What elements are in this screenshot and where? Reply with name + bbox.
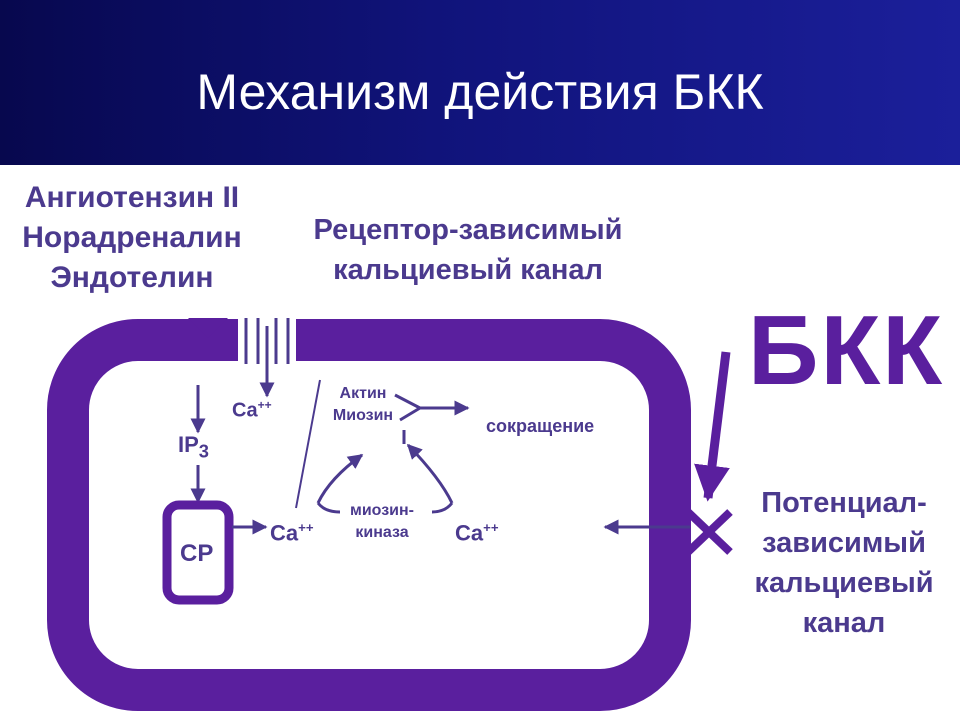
receptor-channel-line2: кальциевый канал — [333, 254, 603, 286]
title-bar: Механизм действия БКК — [0, 0, 960, 165]
actomyosin-label: Актин Миозин — [318, 383, 408, 427]
ca-sr-label: Ca++ — [270, 520, 314, 546]
ca-voltage-label: Ca++ — [455, 520, 499, 546]
slide-title: Механизм действия БКК — [196, 64, 764, 120]
agonist-endothelin: Эндотелин — [50, 261, 214, 294]
receptor-channel-line1: Рецептор-зависимый — [313, 214, 623, 246]
kinase-right-arrow — [406, 443, 454, 504]
ip3-label: IP3 — [178, 432, 209, 462]
drug-label: БКК — [748, 295, 945, 405]
sr-box — [162, 500, 234, 605]
actin-label: Актин — [339, 385, 387, 402]
cell-membrane — [47, 319, 691, 711]
voltage-channel-label: Потенциал- зависимый кальциевый канал — [734, 483, 954, 643]
voltage-channel-line4: канал — [802, 607, 886, 639]
ca-receptor-label: Ca++ — [232, 398, 272, 422]
block-x-2 — [685, 509, 733, 555]
mlck-line1: миозин- — [349, 502, 414, 519]
sr-label: CP — [180, 540, 214, 567]
kinase-left-arrow — [316, 453, 364, 504]
voltage-channel-line2: зависимый — [762, 527, 926, 559]
agonists-list: Ангиотензин II Норадреналин Эндотелин — [12, 178, 252, 298]
voltage-channel-line1: Потенциал- — [761, 487, 927, 519]
voltage-channel-line3: кальциевый — [754, 567, 934, 599]
myosin-label: Миозин — [332, 407, 394, 424]
agonist-noradrenaline: Норадреналин — [22, 221, 242, 254]
mlck-label: миозин- киназа — [332, 500, 432, 544]
receptor-channel-label: Рецептор-зависимый кальциевый канал — [292, 210, 644, 290]
contraction-label: сокращение — [486, 416, 595, 436]
agonist-angiotensin: Ангиотензин II — [24, 181, 240, 214]
mlck-line2: киназа — [355, 524, 409, 541]
diagonal-line — [295, 379, 321, 509]
bkk-block-arrow — [694, 351, 731, 502]
receptor-notch — [188, 318, 228, 338]
